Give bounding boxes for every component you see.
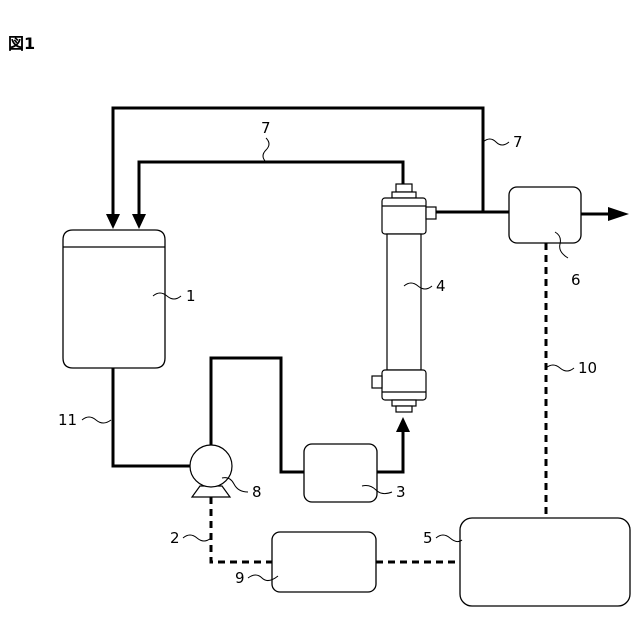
label-9: 9 xyxy=(235,569,245,587)
return-arrow-inner xyxy=(132,214,146,229)
feed-line-to-module xyxy=(377,432,403,472)
leader-7-top xyxy=(483,139,509,145)
tank xyxy=(63,230,165,368)
label-7-top: 7 xyxy=(513,133,523,151)
label-6: 6 xyxy=(571,271,581,289)
leader-11 xyxy=(82,417,111,423)
label-5: 5 xyxy=(423,529,433,547)
leader-5 xyxy=(436,535,462,542)
label-11: 11 xyxy=(58,411,77,429)
signal-line-2 xyxy=(211,497,272,562)
leader-2 xyxy=(183,535,211,541)
supply-line xyxy=(113,368,190,466)
leader-10 xyxy=(546,365,574,371)
component-9-box xyxy=(272,532,376,592)
label-10: 10 xyxy=(578,359,597,377)
pump xyxy=(190,445,232,497)
label-4: 4 xyxy=(436,277,446,295)
controller-box xyxy=(460,518,630,606)
membrane-module xyxy=(372,184,436,412)
label-3: 3 xyxy=(396,483,406,501)
component-6-box xyxy=(509,187,581,243)
label-7-inner: 7 xyxy=(261,119,271,137)
return-arrow-outer xyxy=(106,214,120,229)
return-line-inner xyxy=(139,162,403,218)
component-3-box xyxy=(304,444,377,502)
label-8: 8 xyxy=(252,483,262,501)
leader-7-inner xyxy=(263,138,269,162)
label-1: 1 xyxy=(186,287,196,305)
feed-arrow xyxy=(396,417,410,432)
label-2: 2 xyxy=(170,529,180,547)
discharge-arrow xyxy=(608,207,629,221)
